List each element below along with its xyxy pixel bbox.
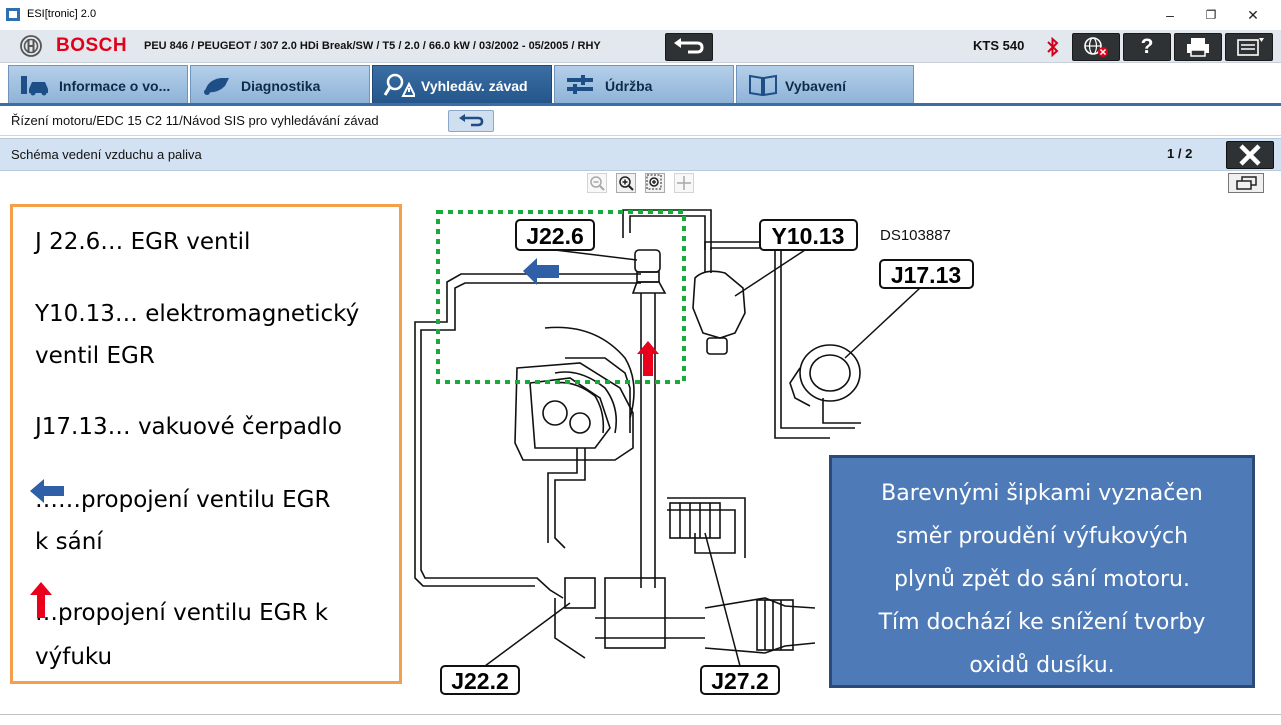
air-fuel-schematic: J22.6 Y10.13 DS103887 J17.13 J22.2 J27.2 [414,209,974,695]
info-box: Barevnými šipkami vyznačen směr proudění… [829,455,1255,688]
legend-text: ventil EGR [35,343,155,369]
tab-vehicle-info[interactable]: Informace o vo... [8,65,188,103]
return-arrow-icon [674,38,704,54]
bosch-logo-icon [20,35,42,57]
status-strip [0,714,1281,725]
diagnostics-icon [204,78,229,95]
info-line: Tím dochází ke snížení tvorby [878,610,1206,635]
tab-troubleshooting[interactable]: Vyhledáv. závad [372,65,552,103]
close-window-button[interactable]: ✕ [1247,7,1259,23]
close-document-button[interactable] [1226,141,1274,169]
legend-text: …propojení ventilu EGR k [35,600,329,626]
vehicle-info: PEU 846 / PEUGEOT / 307 2.0 HDi Break/SW… [144,40,601,52]
window-restore-icon [1236,176,1257,190]
page-indicator: 1 / 2 [1167,146,1193,161]
app-header: BOSCH PEU 846 / PEUGEOT / 307 2.0 HDi Br… [0,30,1281,63]
legend-text: k sání [35,529,103,555]
legend-text: ……propojení ventilu EGR [35,487,331,513]
app-icon [6,8,20,21]
breadcrumb: Řízení motoru/EDC 15 C2 11/Návod SIS pro… [0,107,1281,136]
print-button[interactable] [1174,33,1222,61]
device-label: KTS 540 [973,38,1025,53]
pan-button[interactable] [674,173,694,193]
minimize-button[interactable]: – [1166,7,1174,23]
zoom-area-button[interactable] [645,173,665,193]
zoom-in-icon [619,176,634,191]
online-status-button[interactable] [1072,33,1120,61]
legend-text: J17.13… vakuové čerpadlo [35,414,342,440]
legend-text: Y10.13… elektromagnetický [35,301,360,327]
breadcrumb-back-button[interactable] [448,110,494,132]
tab-maintenance[interactable]: Údržba [554,65,734,103]
book-icon [749,74,777,97]
brand-name: BOSCH [56,35,128,56]
red-arrow-icon [30,582,52,618]
exhaust-flow-arrow-icon [637,341,659,376]
tab-label: Informace o vo... [59,78,171,94]
bluetooth-icon[interactable] [1046,37,1060,57]
pan-icon [677,176,691,190]
tab-label: Vyhledáv. závad [421,78,528,94]
blue-arrow-icon [30,479,64,503]
window-title: ESI[tronic] 2.0 [27,8,97,20]
label-j1713: J17.13 [891,262,961,288]
diagram-labels: J22.6 Y10.13 DS103887 J17.13 J22.2 J27.2 [440,219,974,695]
maintenance-icon [567,75,593,94]
diagram-code: DS103887 [880,227,951,244]
label-j226: J22.6 [526,223,584,249]
info-line: směr proudění výfukových [895,524,1189,549]
tab-equipment[interactable]: Vybavení [736,65,914,103]
close-icon [1239,144,1261,166]
return-arrow-icon [459,114,484,127]
help-button[interactable]: ? [1123,33,1171,61]
help-label: ? [1140,35,1154,58]
list-menu-icon [1237,38,1264,56]
legend-text: výfuku [35,644,113,670]
zoom-area-icon [646,174,662,190]
info-text: Barevnými šipkami vyznačen směr proudění… [838,472,1246,687]
restore-view-button[interactable] [1228,173,1264,193]
vehicle-back-button[interactable] [665,33,713,61]
printer-icon [1187,38,1209,57]
label-j272: J27.2 [711,668,769,694]
tab-label: Diagnostika [241,78,321,94]
legend-text: J 22.6… EGR ventil [35,229,251,255]
tab-underline [0,103,1281,106]
label-y1013: Y10.13 [772,223,845,249]
section-title: Schéma vedení vzduchu a paliva [11,147,202,162]
tab-label: Vybavení [785,78,846,94]
troubleshooting-icon [383,73,415,97]
intake-flow-arrow-icon [523,258,559,285]
info-line: oxidů dusíku. [969,653,1115,678]
menu-button[interactable] [1225,33,1273,61]
globe-offline-icon [1084,37,1108,57]
egr-highlight-frame [436,210,686,384]
tab-label: Údržba [605,78,653,94]
car-info-icon [21,76,48,96]
window-titlebar: ESI[tronic] 2.0 – ❐ ✕ [0,0,1281,30]
maximize-button[interactable]: ❐ [1205,8,1217,22]
info-line: plynů zpět do sání motoru. [893,567,1190,592]
breadcrumb-path: Řízení motoru/EDC 15 C2 11/Návod SIS pro… [11,113,379,128]
zoom-in-button[interactable] [616,173,636,193]
info-line: Barevnými šipkami vyznačen [881,481,1203,506]
zoom-out-icon [590,176,605,191]
legend-box: J 22.6… EGR ventil Y10.13… elektromagnet… [10,204,402,684]
document-section-header: Schéma vedení vzduchu a paliva 1 / 2 [0,138,1281,171]
tab-diagnostics[interactable]: Diagnostika [190,65,370,103]
label-j222: J22.2 [451,668,509,694]
zoom-out-button[interactable] [587,173,607,193]
main-tabs: Informace o vo... Diagnostika Vyhledáv. … [0,63,1281,104]
